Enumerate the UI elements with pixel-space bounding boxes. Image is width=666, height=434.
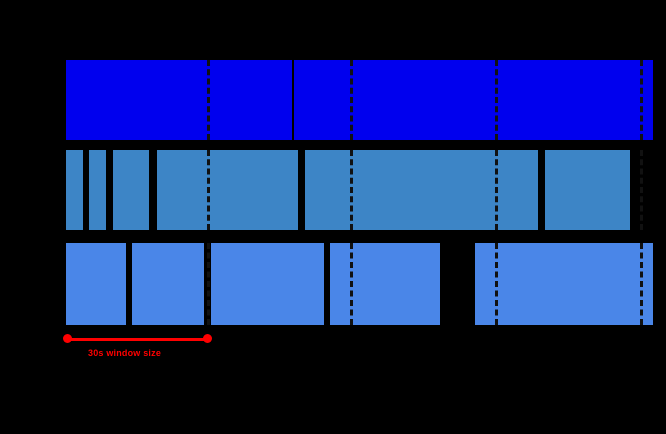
window-boundary-dash [640, 150, 643, 230]
row-bottom-segment [211, 243, 324, 325]
window-boundary-dash [207, 60, 210, 140]
window-boundary-dash [640, 60, 643, 140]
window-boundary-dash [495, 150, 498, 230]
annotation-label: 30s window size [88, 348, 162, 358]
row-middle-segment [545, 150, 630, 230]
row-bottom-segment [330, 243, 440, 325]
window-boundary-dash [640, 243, 643, 325]
row-bottom-segment [475, 243, 653, 325]
row-middle-segment [113, 150, 149, 230]
window-boundary-dash [207, 150, 210, 230]
window-boundary-dash [350, 60, 353, 140]
row-middle-segment [305, 150, 538, 230]
annotation-endpoint-left [63, 334, 72, 343]
row-top-segment [66, 60, 292, 140]
annotation-endpoint-right [203, 334, 212, 343]
row-middle-segment [66, 150, 83, 230]
row-middle-segment [89, 150, 106, 230]
window-boundary-dash [350, 150, 353, 230]
row-bottom-segment [132, 243, 204, 325]
annotation-span-line [68, 338, 208, 341]
row-middle-segment [157, 150, 298, 230]
window-boundary-dash [350, 243, 353, 325]
row-top-segment [294, 60, 653, 140]
row-bottom-segment [66, 243, 126, 325]
window-boundary-dash [495, 243, 498, 325]
window-boundary-dash [495, 60, 498, 140]
window-boundary-dash [207, 243, 210, 325]
